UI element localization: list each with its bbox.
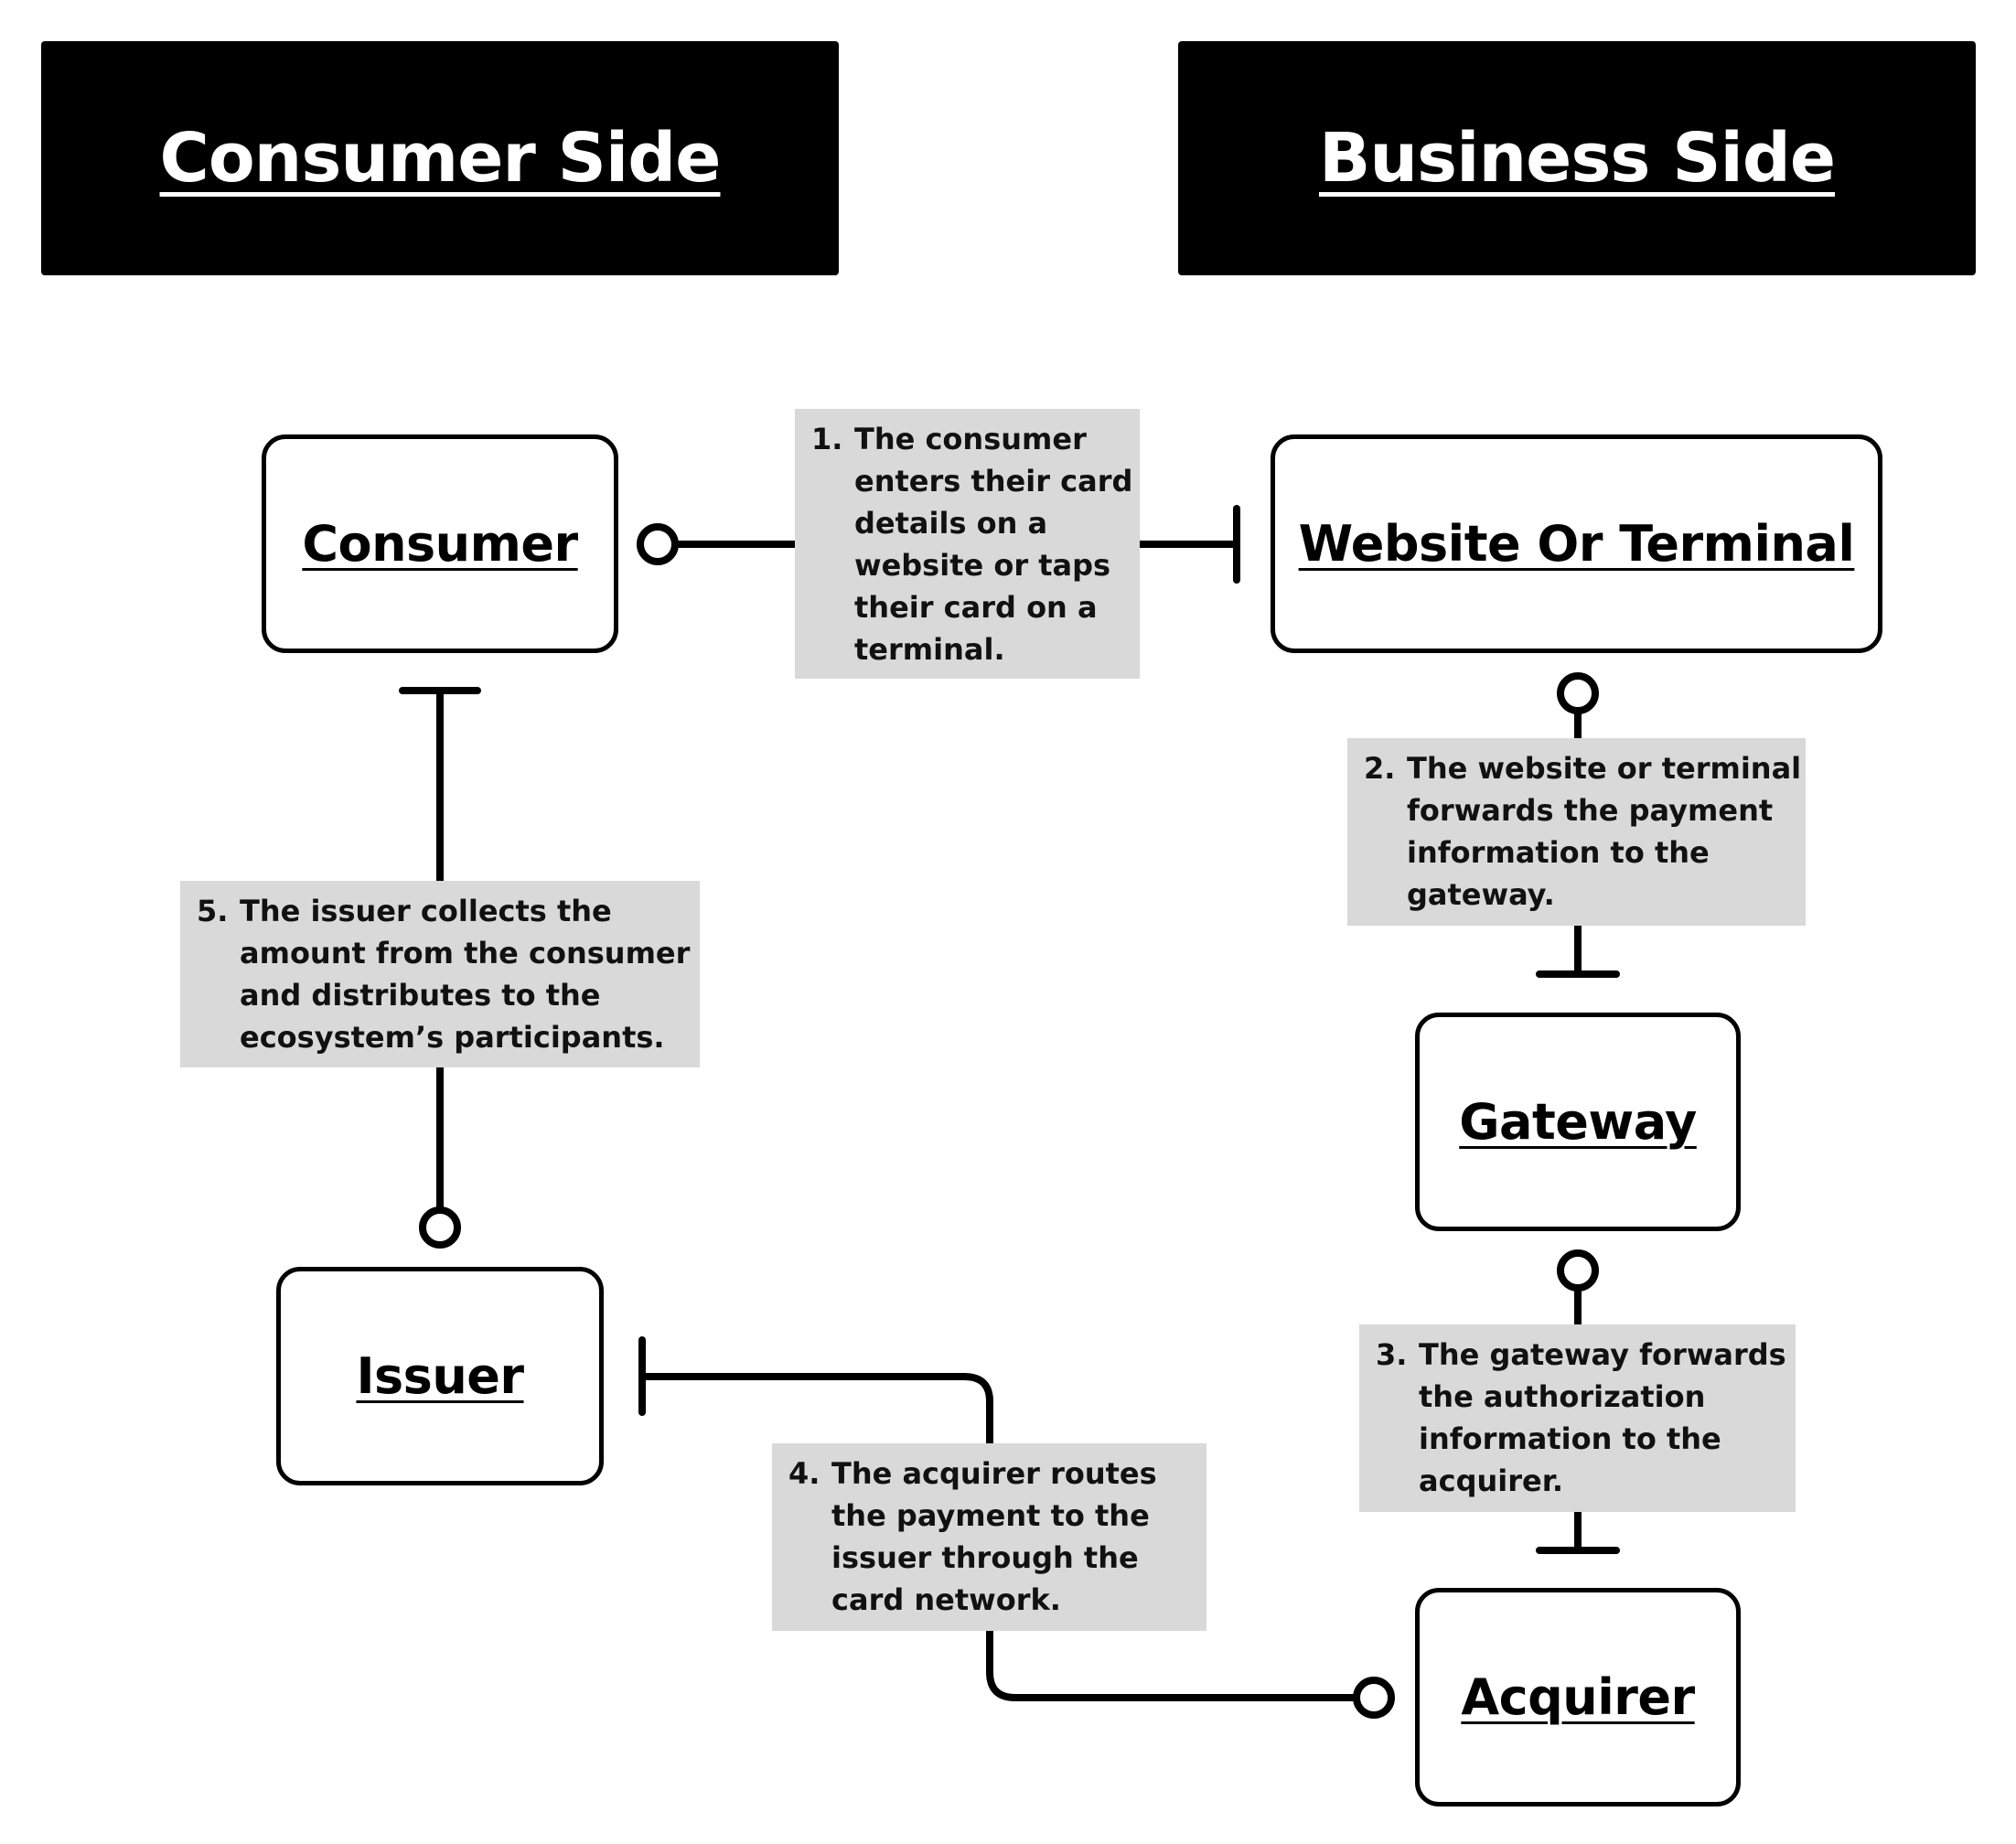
acquirer-node: Acquirer (1415, 1588, 1741, 1806)
step-number: 2. (1364, 751, 1396, 786)
consumer-side-title: Consumer Side (159, 119, 722, 198)
business-side-header: Business Side (1178, 41, 1976, 275)
gateway-label: Gateway (1459, 1093, 1697, 1151)
step-note-1: 1. The consumer enters their card detail… (795, 409, 1140, 679)
step-note-3: 3. The gateway forwards the authorizatio… (1359, 1324, 1796, 1512)
step-note-2: 2. The website or terminal forwards the … (1347, 738, 1806, 926)
circle-end-website (1557, 672, 1599, 714)
step-text: The gateway forwards the authorization i… (1419, 1337, 1786, 1498)
step-text: The consumer enters their card details o… (854, 422, 1133, 667)
issuer-label: Issuer (356, 1347, 524, 1405)
step-text: The website or terminal forwards the pay… (1407, 751, 1802, 912)
consumer-label: Consumer (302, 515, 578, 573)
step-number: 3. (1376, 1337, 1408, 1372)
step-note-5: 5. The issuer collects the amount from t… (180, 881, 700, 1067)
circle-end-consumer (637, 523, 679, 565)
consumer-node: Consumer (262, 434, 618, 653)
website-terminal-label: Website Or Terminal (1298, 515, 1855, 573)
step-note-4: 4. The acquirer routes the payment to th… (772, 1443, 1206, 1631)
step-text: The acquirer routes the payment to the i… (831, 1456, 1157, 1617)
circle-end-acquirer (1353, 1677, 1395, 1719)
consumer-side-header: Consumer Side (41, 41, 839, 275)
step-text: The issuer collects the amount from the … (240, 894, 691, 1055)
step-number: 4. (788, 1456, 820, 1491)
circle-end-gateway (1557, 1249, 1599, 1292)
business-side-title: Business Side (1318, 119, 1836, 198)
circle-end-issuer (419, 1206, 461, 1249)
website-terminal-node: Website Or Terminal (1271, 434, 1882, 653)
issuer-node: Issuer (276, 1267, 604, 1485)
step-number: 1. (811, 422, 843, 456)
step-number: 5. (197, 894, 229, 928)
gateway-node: Gateway (1415, 1013, 1741, 1231)
acquirer-label: Acquirer (1461, 1668, 1695, 1726)
